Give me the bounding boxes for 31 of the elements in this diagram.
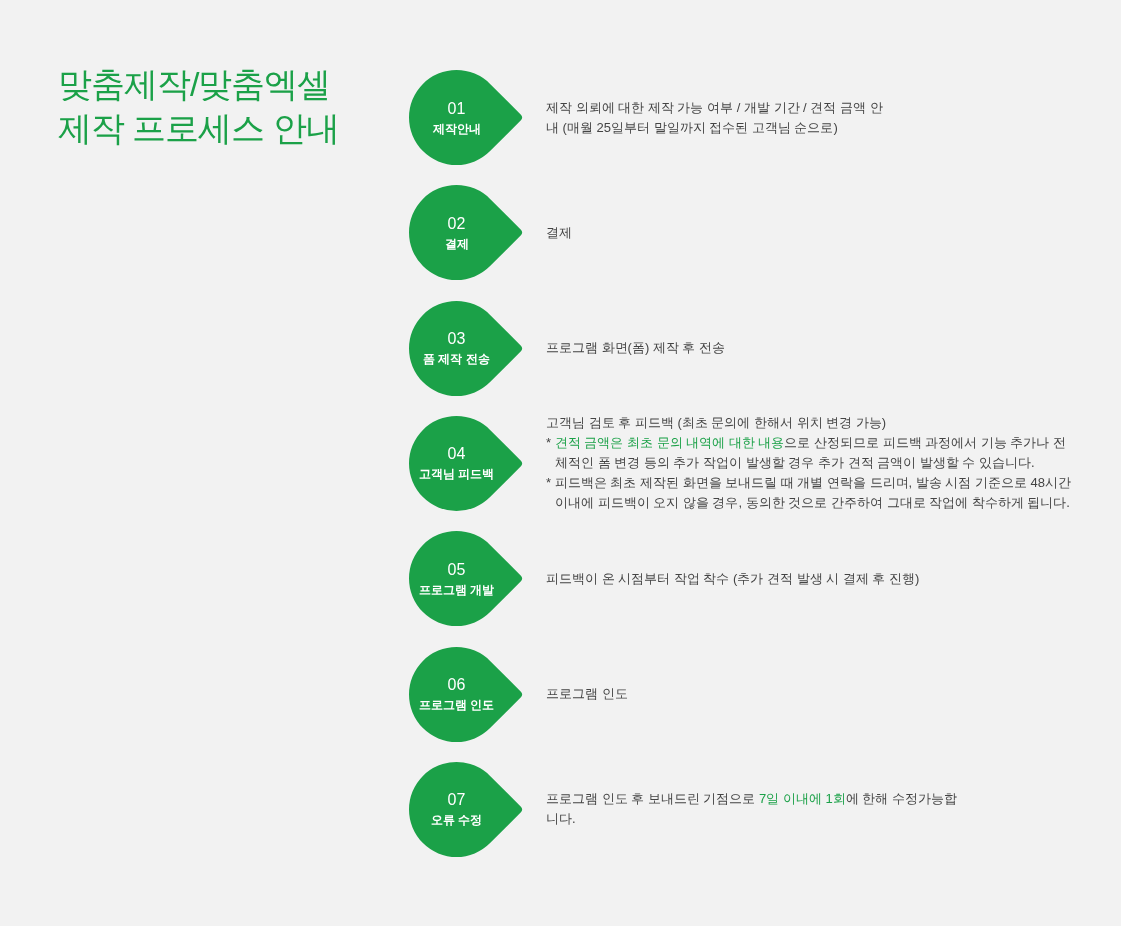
step-description: 프로그램 인도 후 보내드린 기점으로 7일 이내에 1회에 한해 수정가능합니다. bbox=[546, 790, 958, 829]
teardrop-step bbox=[409, 531, 525, 627]
teardrop-step bbox=[409, 185, 525, 281]
step-title: 고객님 피드백 bbox=[418, 466, 495, 484]
teardrop-step bbox=[409, 646, 525, 742]
teardrop-step bbox=[409, 70, 525, 165]
step-description: 결제 bbox=[546, 223, 573, 242]
teardrop-step bbox=[409, 300, 525, 396]
step-title: 제작안내 bbox=[432, 120, 481, 138]
title: 맞춤제작/맞춤엑셀 제작 프로세스 안내 bbox=[58, 64, 340, 149]
teardrop-step bbox=[409, 761, 525, 857]
step-number: 07 bbox=[447, 790, 466, 811]
step-number: 01 bbox=[447, 98, 466, 119]
step-title: 결제 bbox=[444, 235, 469, 253]
step-title: 프로그램 인도 bbox=[418, 697, 495, 714]
step-description: 피드백이 온 시점부터 작업 착수 (추가 견적 발생 시 결제 후 진행) bbox=[546, 569, 921, 588]
step-number: 04 bbox=[447, 444, 466, 465]
step-description: 제작 의뢰에 대한 제작 가능 여부 / 개발 기간 / 견적 금액 안내 (매월 25일부터 말일까지 접수된 고객님 순으로) bbox=[546, 98, 884, 137]
teardrop-step bbox=[409, 415, 525, 511]
step-description: 고객님 검토 후 피드백 (최초 문의에 한해서 위치 변경 가능) bbox=[546, 414, 888, 433]
step-number: 06 bbox=[447, 675, 466, 695]
step-title: 프로그램 개발 bbox=[418, 581, 495, 599]
step-number: 03 bbox=[447, 329, 466, 350]
step-description: 프로그램 인도 bbox=[546, 685, 629, 703]
step-title: 폼 제작 전송 bbox=[423, 351, 490, 369]
step-description: *견적 금액은 최초 문의 내역에 대한 내용으로 산정되므로 피드백 과정에서 기능 추가나 전체적인 폼 변경 등의 추가 작업이 발생할 경우 추가 견적 금액이 발생할 수 있습니다. bbox=[546, 434, 1067, 473]
step-number: 02 bbox=[447, 213, 466, 234]
step-description: 프로그램 화면(폼) 제작 후 전송 bbox=[546, 339, 727, 358]
step-number: 05 bbox=[447, 559, 466, 580]
step-description: * 피드백은 최초 제작된 화면을 보내드릴 때 개별 연락을 드리며, 발송 시점 기준으로 48시간 이내에 피드백이 오지 않을 경우, 동의한 것으로 간주하여 그대로 작업에 착수하게 됩니다. bbox=[546, 474, 1073, 513]
step-title: 오류 수정 bbox=[430, 812, 483, 830]
